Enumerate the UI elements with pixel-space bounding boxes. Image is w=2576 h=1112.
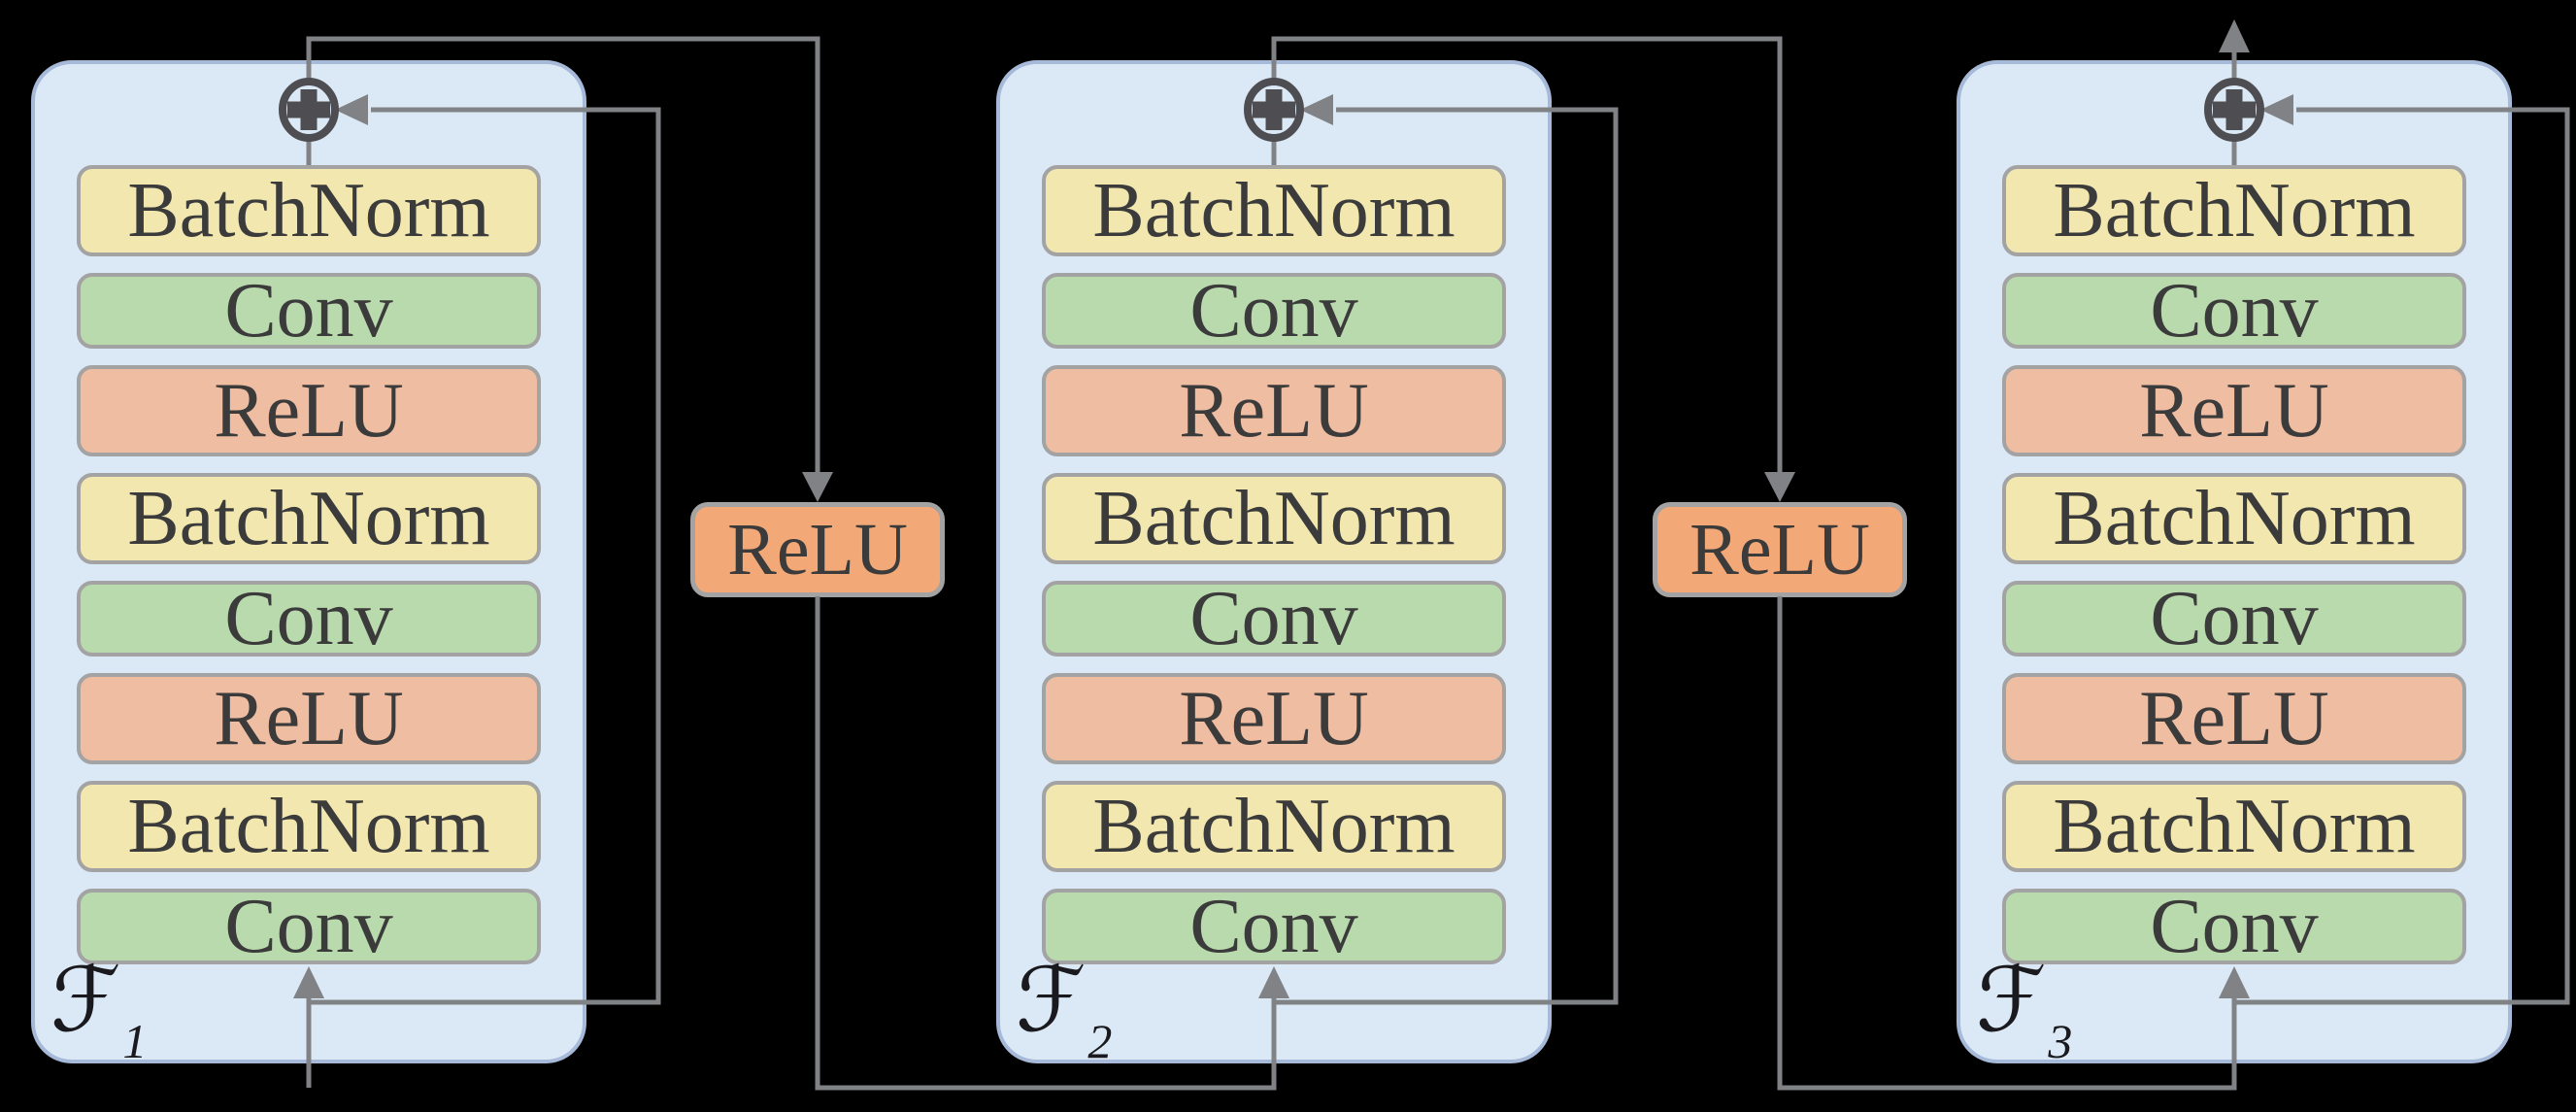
residual-block-1: BatchNorm Conv ReLU BatchNorm Conv ReLU … xyxy=(31,60,586,1068)
layer-box-conv: Conv xyxy=(77,580,541,657)
layer-box-batchnorm: BatchNorm xyxy=(77,781,541,872)
layer-box-batchnorm: BatchNorm xyxy=(77,165,541,256)
layer-box-relu: ReLU xyxy=(1042,365,1506,456)
arrowhead-left-into-add3-icon xyxy=(2260,94,2293,125)
block2-output-line xyxy=(1271,36,1783,472)
arrowhead-left-into-add2-icon xyxy=(1300,94,1333,125)
relu-connector-2: ReLU xyxy=(1653,502,1907,597)
block-label-f3: ℱ3 xyxy=(1976,948,2073,1068)
layer-box-conv: Conv xyxy=(2002,272,2466,350)
relu2-to-block3-line xyxy=(1777,596,2237,1091)
block1-output-line xyxy=(306,36,820,472)
block2-skip-connection-line xyxy=(1274,107,1619,1005)
arrowhead-up-into-block2-conv-icon xyxy=(1258,966,1289,998)
layer-box-batchnorm: BatchNorm xyxy=(2002,781,2466,872)
add-node-1-icon xyxy=(279,78,339,142)
layer-box-conv: Conv xyxy=(1042,888,1506,965)
layer-box-batchnorm: BatchNorm xyxy=(77,473,541,564)
block1-skip-connection-line xyxy=(309,107,661,1005)
layer-box-relu: ReLU xyxy=(77,365,541,456)
layer-box-conv: Conv xyxy=(77,888,541,965)
add-node-2-icon xyxy=(1244,78,1304,142)
layer-box-batchnorm: BatchNorm xyxy=(2002,473,2466,564)
relu-connector-1: ReLU xyxy=(690,502,945,597)
layer-box-batchnorm: BatchNorm xyxy=(1042,473,1506,564)
arrowhead-up-final-output-icon xyxy=(2219,19,2250,52)
residual-block-3: BatchNorm Conv ReLU BatchNorm Conv ReLU … xyxy=(1957,60,2512,1068)
layer-box-conv: Conv xyxy=(2002,580,2466,657)
layer-box-batchnorm: BatchNorm xyxy=(1042,165,1506,256)
layer-box-batchnorm: BatchNorm xyxy=(1042,781,1506,872)
layer-box-conv: Conv xyxy=(77,272,541,350)
layer-box-relu: ReLU xyxy=(2002,365,2466,456)
add-node-3-icon xyxy=(2204,78,2264,142)
block-label-f1: ℱ1 xyxy=(50,948,148,1068)
arrowhead-down-into-relu2-icon xyxy=(1764,472,1795,502)
layer-box-relu: ReLU xyxy=(2002,673,2466,764)
layer-box-relu: ReLU xyxy=(77,673,541,764)
relu1-to-block2-line xyxy=(815,596,1277,1091)
layer-box-conv: Conv xyxy=(2002,888,2466,965)
layer-box-batchnorm: BatchNorm xyxy=(2002,165,2466,256)
block3-skip-connection-line xyxy=(2234,107,2570,1005)
layer-box-conv: Conv xyxy=(1042,580,1506,657)
layer-box-relu: ReLU xyxy=(1042,673,1506,764)
arrowhead-up-into-block1-conv-icon xyxy=(293,966,324,998)
residual-block-2: BatchNorm Conv ReLU BatchNorm Conv ReLU … xyxy=(996,60,1552,1068)
layer-box-conv: Conv xyxy=(1042,272,1506,350)
arrowhead-left-into-add1-icon xyxy=(335,94,368,125)
arrowhead-down-into-relu1-icon xyxy=(802,472,833,502)
arrowhead-up-into-block3-conv-icon xyxy=(2219,966,2250,998)
block-label-f2: ℱ2 xyxy=(1016,948,1113,1068)
